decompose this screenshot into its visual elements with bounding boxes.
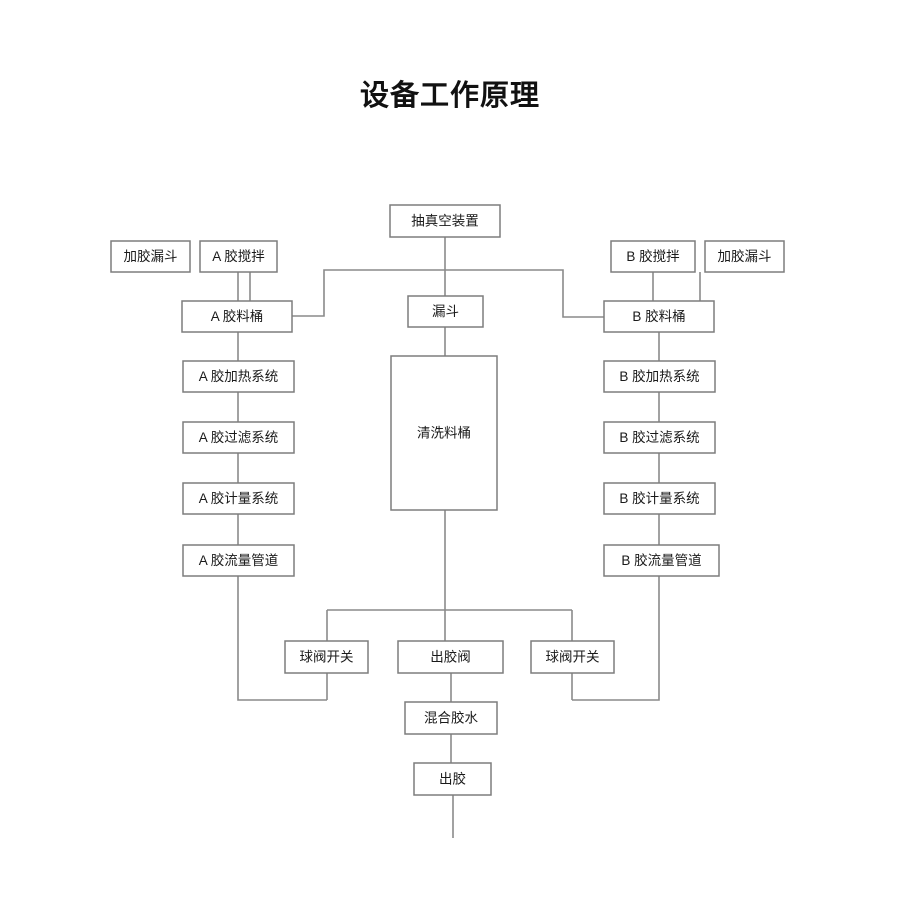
node-a-filter[interactable]: A 胶过滤系统 [182, 421, 295, 454]
node-mixed-glue[interactable]: 混合胶水 [404, 701, 498, 735]
node-label-a-tank: A 胶料桶 [211, 308, 264, 324]
node-label-glue-out: 出胶 [439, 771, 466, 787]
node-label-a-heat: A 胶加热系统 [199, 368, 279, 384]
node-label-a-meter: A 胶计量系统 [199, 490, 279, 506]
node-label-a-filter: A 胶过滤系统 [199, 429, 279, 445]
node-b-meter[interactable]: B 胶计量系统 [603, 482, 716, 515]
node-label-mixed-glue: 混合胶水 [424, 710, 478, 726]
node-wash-tank[interactable]: 清洗料桶 [390, 355, 498, 511]
node-label-b-stir: B 胶搅拌 [626, 248, 679, 264]
node-label-ball-valve-a: 球阀开关 [300, 650, 354, 665]
node-a-flow[interactable]: A 胶流量管道 [182, 544, 295, 577]
node-funnel[interactable]: 漏斗 [407, 295, 484, 328]
node-a-meter[interactable]: A 胶计量系统 [182, 482, 295, 515]
node-b-filter[interactable]: B 胶过滤系统 [603, 421, 716, 454]
node-label-a-hopper: 加胶漏斗 [124, 248, 178, 264]
node-label-b-hopper: 加胶漏斗 [718, 248, 772, 264]
node-label-b-filter: B 胶过滤系统 [619, 429, 699, 445]
node-b-stir[interactable]: B 胶搅拌 [610, 240, 696, 273]
edge-vacuum-bus-right [445, 269, 604, 318]
node-glue-out[interactable]: 出胶 [413, 762, 492, 796]
node-a-heat[interactable]: A 胶加热系统 [182, 360, 295, 393]
node-b-tank[interactable]: B 胶料桶 [603, 300, 715, 333]
node-vacuum[interactable]: 抽真空装置 [389, 204, 501, 238]
node-a-stir[interactable]: A 胶搅拌 [199, 240, 278, 273]
node-label-b-flow: B 胶流量管道 [621, 552, 701, 568]
edge-b-flow-to-mixed [572, 576, 660, 701]
node-b-flow[interactable]: B 胶流量管道 [603, 544, 720, 577]
node-ball-valve-a[interactable]: 球阀开关 [284, 640, 369, 674]
node-b-heat[interactable]: B 胶加热系统 [603, 360, 716, 393]
node-label-vacuum: 抽真空装置 [411, 214, 479, 229]
node-label-wash-tank: 清洗料桶 [417, 426, 471, 441]
node-label-a-stir: A 胶搅拌 [212, 248, 265, 264]
node-label-funnel: 漏斗 [432, 304, 459, 319]
edge-a-flow-to-mixed [237, 576, 327, 701]
node-label-ball-valve-b: 球阀开关 [546, 650, 600, 665]
node-label-a-flow: A 胶流量管道 [199, 552, 279, 568]
node-label-b-meter: B 胶计量系统 [619, 490, 699, 506]
node-layer: 抽真空装置 加胶漏斗 A 胶搅拌 B 胶搅拌 加胶漏斗 A 胶料桶 [110, 204, 785, 796]
node-label-b-heat: B 胶加热系统 [619, 368, 699, 384]
node-label-glue-valve: 出胶阀 [430, 649, 471, 665]
edge-layer [237, 237, 701, 838]
node-a-hopper[interactable]: 加胶漏斗 [110, 240, 191, 273]
node-glue-valve[interactable]: 出胶阀 [397, 640, 504, 674]
node-b-hopper[interactable]: 加胶漏斗 [704, 240, 785, 273]
node-label-b-tank: B 胶料桶 [632, 308, 685, 324]
node-ball-valve-b[interactable]: 球阀开关 [530, 640, 615, 674]
page-title: 设备工作原理 [359, 80, 540, 112]
node-a-tank[interactable]: A 胶料桶 [181, 300, 293, 333]
edge-vacuum-bus-left [292, 269, 445, 317]
